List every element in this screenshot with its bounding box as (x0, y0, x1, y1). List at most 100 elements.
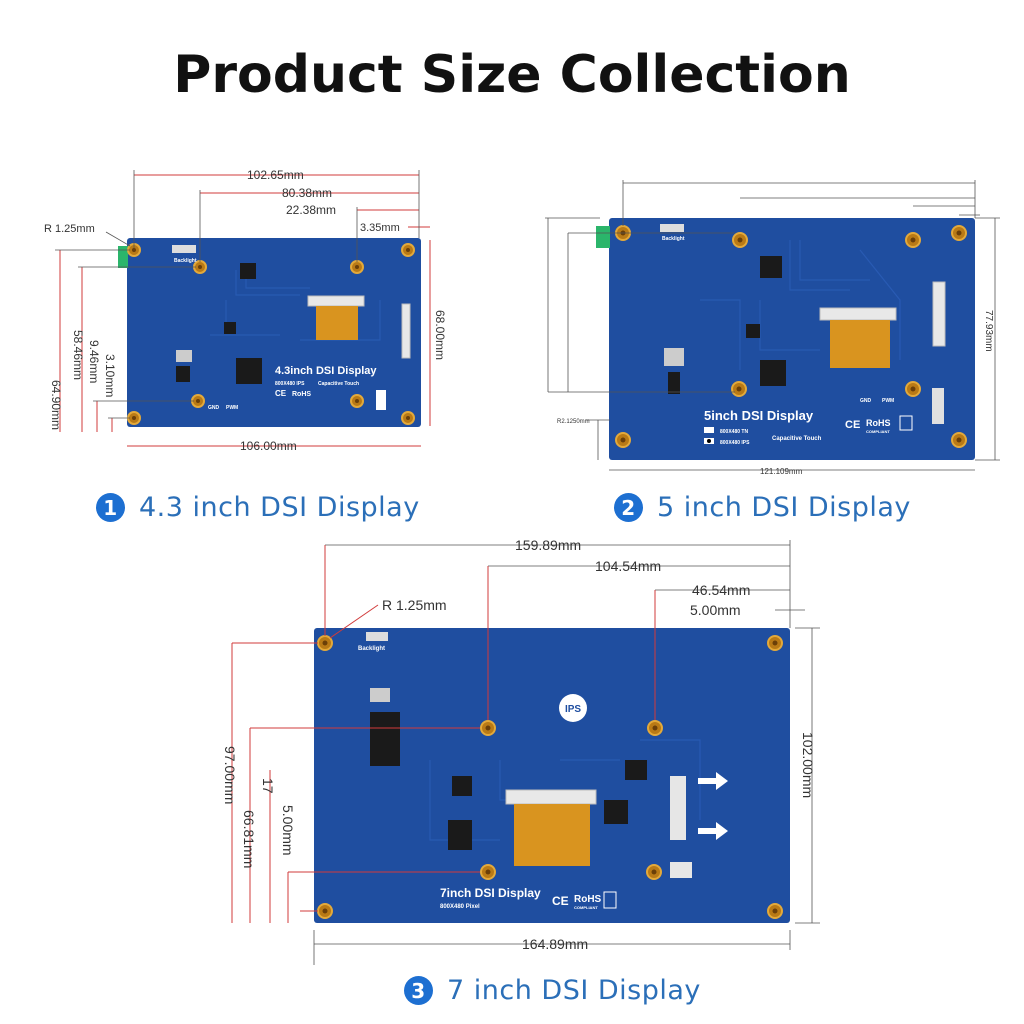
side-connector (401, 303, 411, 359)
caption-4-3: 1 4.3 inch DSI Display (96, 492, 420, 523)
fpc-ribbon (316, 306, 358, 340)
dim-top-inner-7: 46.54mm (692, 582, 750, 598)
rohs-mark: RoHS (292, 391, 311, 398)
pwm-label-5: PWM (882, 398, 894, 404)
dim-left-inner-7: 17 (260, 778, 276, 794)
fpc-tag-5 (932, 388, 944, 424)
dim-radius-5: R2.1250mm (557, 419, 590, 425)
rohs-mark-7: RoHS (574, 894, 602, 905)
caption-text-1: 4.3 inch DSI Display (139, 492, 420, 523)
caption-number-3: 3 (404, 976, 433, 1005)
dim-top-edge: 3.35mm (360, 222, 400, 234)
caption-number-2: 2 (614, 493, 643, 522)
side-connector-7 (670, 776, 686, 840)
dim-top-inner: 22.38mm (286, 203, 336, 217)
ips-badge: IPS (565, 704, 581, 715)
silk-sub2-5: 800X480 IPS (720, 440, 750, 446)
silk-sub3-5: Capacitive Touch (772, 436, 822, 442)
weee-icon-7 (603, 891, 617, 909)
switch-component (176, 350, 192, 362)
ips-badge-circle (559, 694, 587, 722)
dims-7 (231, 540, 820, 965)
fpc-label-tag (376, 390, 386, 410)
transistor (176, 366, 190, 382)
small-ic (224, 322, 236, 334)
fpc-connector-7 (505, 789, 597, 805)
caption-number-1: 1 (96, 493, 125, 522)
dim-top-overall-7: 159.89mm (515, 537, 581, 553)
arrow-icon-1 (698, 772, 728, 790)
ce-mark-5: CE (845, 419, 860, 431)
silk-sub1: 800X480 IPS (275, 381, 305, 387)
caption-text-3: 7 inch DSI Display (447, 975, 701, 1006)
dim-bottom-7: 164.89mm (522, 936, 588, 952)
ce-mark: CE (275, 389, 287, 398)
backlight-label-5: Backlight (662, 236, 685, 242)
compliant-mark-7: COMPLIANT (574, 905, 598, 910)
dim-bottom: 106.00mm (240, 439, 297, 453)
mounting-holes-5 (615, 225, 967, 448)
pcb-4-3 (127, 238, 421, 427)
small-ic-5 (746, 324, 760, 338)
ic-chip (240, 263, 256, 279)
ic-chip-5 (760, 256, 782, 278)
silk-title: 4.3inch DSI Display (275, 365, 377, 377)
weee-icon (899, 415, 913, 431)
ce-mark-7: CE (552, 894, 569, 908)
transistor-block-7 (370, 712, 400, 766)
silk-sub1-5: 800X480 TN (720, 429, 748, 435)
inductor-7 (448, 820, 472, 850)
dim-bottom-5: 121.109mm (760, 467, 803, 476)
dim-top-edge-7: 5.00mm (690, 602, 741, 618)
main-ic-5 (760, 360, 786, 386)
power-connector-7 (670, 862, 692, 878)
silk-sub2: Capacitive Touch (318, 381, 359, 387)
backlight-label: Backlight (174, 258, 197, 264)
dim-left-edge: 3.10mm (103, 354, 117, 397)
fpc-ribbon-5 (830, 320, 890, 368)
dims-5 (545, 180, 1000, 471)
gnd-label-5: GND (860, 398, 872, 404)
tn-box (704, 427, 714, 433)
mounting-holes-7 (317, 635, 783, 919)
silk-title-7: 7inch DSI Display (440, 886, 541, 900)
main-ic (236, 358, 262, 384)
dim-top-mid-7: 104.54mm (595, 558, 661, 574)
transistor-5 (668, 372, 680, 394)
dim-left-outer: 64.90mm (49, 380, 63, 430)
arrow-icon-2 (698, 822, 728, 840)
gnd-label: GND (208, 405, 220, 411)
fpc-ribbon-7 (514, 804, 590, 866)
ic-chip-7 (625, 760, 647, 780)
silk-title-5: 5inch DSI Display (704, 408, 814, 423)
dim-radius-7: R 1.25mm (382, 597, 447, 613)
side-connector-5 (932, 281, 946, 347)
dim-right-5: 77.93mm (983, 310, 994, 352)
rohs-mark-5: RoHS (866, 418, 891, 428)
caption-7: 3 7 inch DSI Display (404, 975, 701, 1006)
dim-left-mid: 58.46mm (71, 330, 85, 380)
backlight-switch-5 (660, 224, 684, 232)
dims-4-3 (55, 170, 431, 447)
dim-right: 68.00mm (433, 310, 447, 360)
dim-top-mid: 80.38mm (282, 186, 332, 200)
switch-5 (664, 348, 684, 366)
pwm-label: PWM (226, 405, 238, 411)
dim-left-outer-7: 97.00mm (222, 746, 238, 804)
page-title: Product Size Collection (173, 45, 851, 105)
dim-left-inner: 9.46mm (87, 340, 101, 383)
green-tab-5 (596, 226, 610, 248)
dim-left-edge-7: 5.00mm (280, 805, 296, 856)
caption-text-2: 5 inch DSI Display (657, 492, 911, 523)
compliant-mark-5: COMPLIANT (866, 429, 890, 434)
small-ic-7 (452, 776, 472, 796)
main-ic-7 (604, 800, 628, 824)
dim-right-7: 102.00mm (800, 732, 816, 798)
dim-top-overall: 102.65mm (247, 168, 304, 182)
caption-5: 2 5 inch DSI Display (614, 492, 911, 523)
dim-radius: R 1.25mm (44, 223, 95, 235)
switch-7 (370, 688, 390, 702)
